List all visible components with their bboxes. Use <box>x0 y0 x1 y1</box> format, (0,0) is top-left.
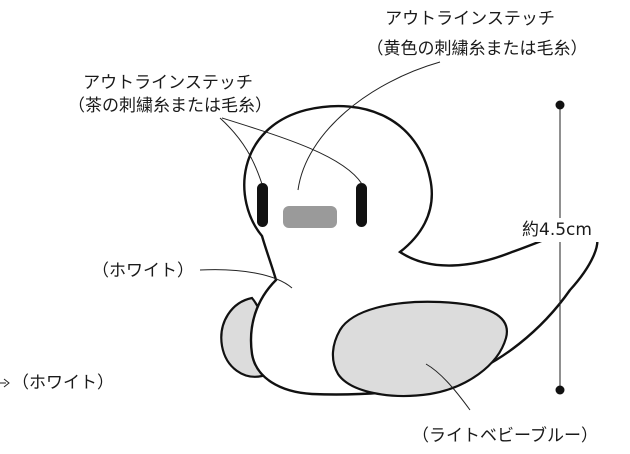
top-stitch-label-line1: アウトラインステッチ <box>385 9 555 29</box>
top-stitch-label-line2: （黄色の刺繍糸または毛糸） <box>366 39 588 59</box>
tail-white-label: （ホワイト） <box>12 373 114 393</box>
leader-tail-arrow <box>3 378 10 388</box>
eye-stitch-label-line1: アウトラインステッチ <box>83 73 253 93</box>
leader-top-stitch <box>297 61 441 191</box>
leader-eye-right <box>221 117 363 185</box>
body-white-label: （ホワイト） <box>92 261 194 281</box>
wing-color-label: （ライトベビーブルー） <box>412 426 598 446</box>
right-eye <box>356 183 367 227</box>
leader-body-white <box>199 269 293 289</box>
size-label: 約4.5cm <box>522 220 592 240</box>
beak <box>283 206 337 228</box>
size-label-backdrop <box>518 218 610 242</box>
leader-eye-left <box>219 117 263 185</box>
leader-wing <box>425 363 471 411</box>
left-eye <box>257 183 268 227</box>
eye-stitch-label-line2: （茶の刺繍糸または毛糸） <box>68 96 272 116</box>
size-dimension-bottom-dot <box>555 385 565 395</box>
wing <box>331 300 508 398</box>
size-dimension-top-dot <box>555 100 565 110</box>
